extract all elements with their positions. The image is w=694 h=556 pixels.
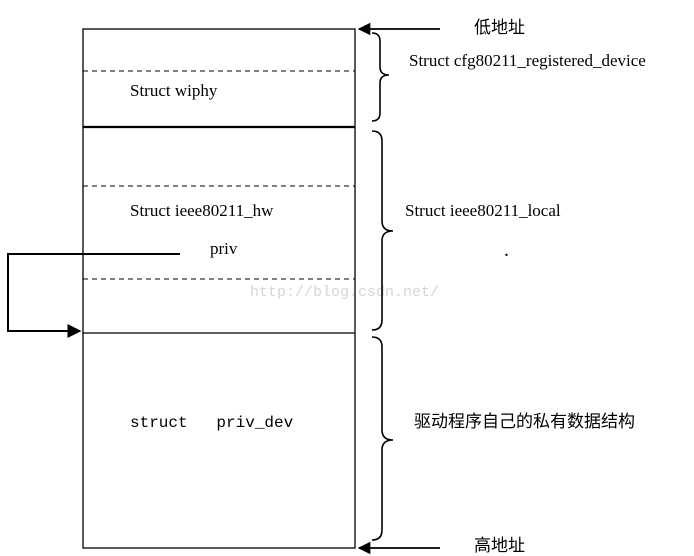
priv-dev-label: struct priv_dev: [130, 414, 294, 432]
low-address-label: 低地址: [474, 18, 525, 38]
private-data-label: 驱动程序自己的私有数据结构: [414, 412, 635, 432]
ieee-local-label: Struct ieee80211_local: [405, 201, 561, 220]
priv-pointer-arrow: [7, 253, 180, 338]
dot-mark: .: [504, 239, 509, 261]
ieee-hw-label: Struct ieee80211_hw: [130, 201, 274, 220]
watermark-text: http://blog.csdn.net/: [250, 284, 439, 301]
high-address-label: 高地址: [474, 536, 525, 556]
cfg-device-brace: [371, 32, 390, 122]
private-data-brace: [371, 336, 394, 541]
memory-block-outline: [82, 28, 356, 549]
ieee-local-brace: [371, 130, 394, 331]
cfg-device-label: Struct cfg80211_registered_device: [409, 51, 646, 70]
priv-label: priv: [210, 239, 238, 258]
wiphy-label: Struct wiphy: [130, 81, 218, 100]
